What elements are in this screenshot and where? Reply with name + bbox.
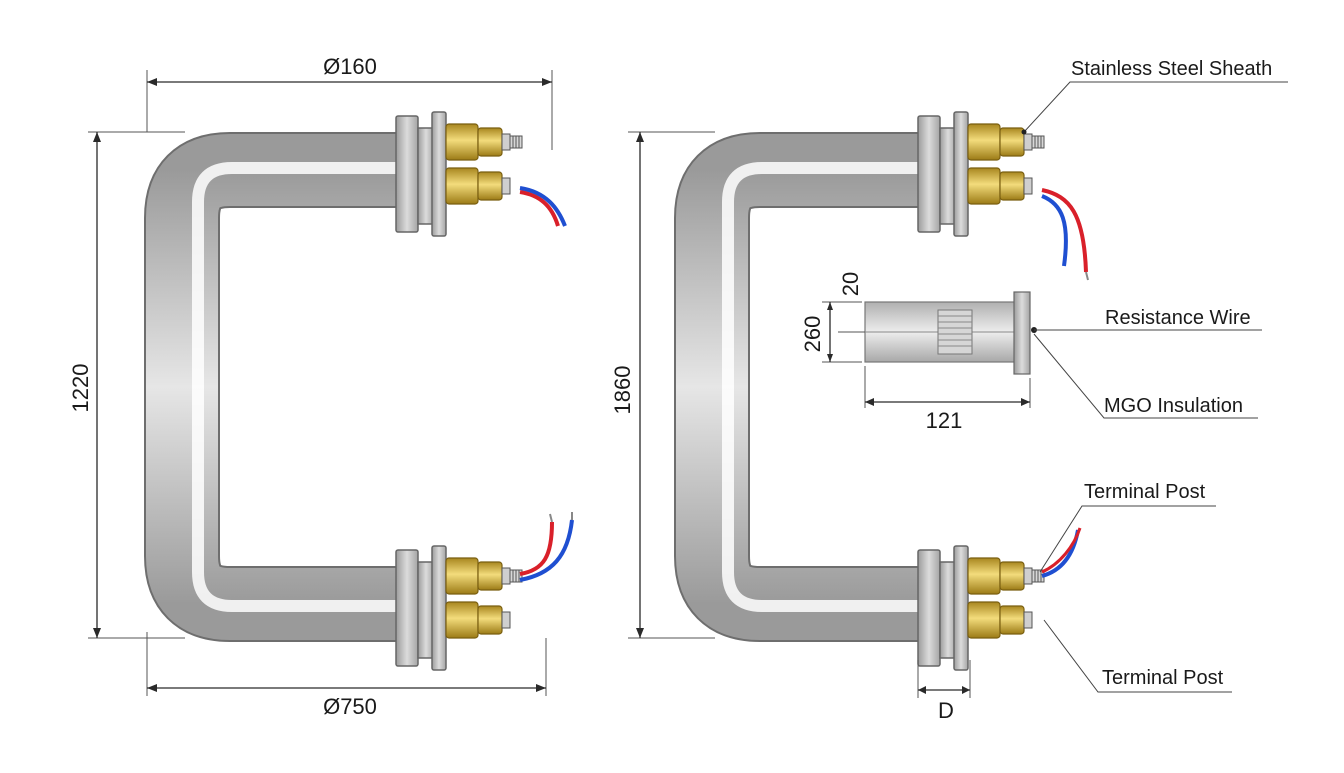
callout-terminal-post-2-label: Terminal Post bbox=[1102, 667, 1224, 689]
left-dim-top-label: Ø160 bbox=[323, 54, 377, 79]
left-bottom-red-wire bbox=[519, 521, 554, 576]
detail-dim-thickness-label: 20 bbox=[838, 272, 863, 296]
left-top-terminal bbox=[395, 111, 523, 237]
callout-resistance-wire-label: Resistance Wire bbox=[1105, 307, 1251, 329]
callout-terminal-post-2: Terminal Post bbox=[1043, 619, 1232, 693]
left-dim-left-label: 1220 bbox=[68, 364, 93, 413]
right-bottom-terminal bbox=[917, 545, 1045, 671]
callout-resistance-wire: Resistance Wire bbox=[1034, 307, 1262, 331]
callout-insulation: MGO Insulation bbox=[1033, 333, 1258, 419]
right-dim-left: 1860 bbox=[610, 131, 715, 639]
section-detail: 20 260 121 bbox=[800, 272, 1037, 433]
left-top-red-wire bbox=[519, 190, 560, 227]
left-heater-view: Ø160 1220 Ø750 bbox=[68, 54, 574, 719]
left-top-blue-wire bbox=[519, 186, 567, 227]
right-bottom-red-wire bbox=[1041, 527, 1082, 574]
left-dim-bottom: Ø750 bbox=[146, 632, 547, 719]
left-dim-left: 1220 bbox=[68, 131, 185, 639]
right-dim-bottom-label: D bbox=[938, 698, 954, 723]
left-bottom-blue-wire bbox=[519, 519, 574, 582]
left-dim-top: Ø160 bbox=[146, 54, 553, 150]
detail-dim-length-label: 121 bbox=[926, 408, 963, 433]
callout-sheath: Stainless Steel Sheath bbox=[1021, 58, 1288, 135]
right-dim-left-label: 1860 bbox=[610, 366, 635, 415]
callout-insulation-label: MGO Insulation bbox=[1104, 395, 1243, 417]
resistance-wire-coil bbox=[937, 309, 973, 355]
right-top-red-wire bbox=[1041, 188, 1088, 273]
detail-dim-height-label: 260 bbox=[800, 316, 825, 353]
callout-terminal-post-1: Terminal Post bbox=[1039, 481, 1216, 573]
callout-terminal-post-1-label: Terminal Post bbox=[1084, 481, 1206, 503]
callout-sheath-label: Stainless Steel Sheath bbox=[1071, 58, 1272, 80]
left-bottom-terminal bbox=[395, 545, 523, 671]
right-heater-view: 1860 D 2 bbox=[610, 58, 1288, 723]
right-dim-bottom: D bbox=[917, 660, 971, 723]
left-dim-bottom-label: Ø750 bbox=[323, 694, 377, 719]
right-top-blue-wire bbox=[1041, 194, 1068, 267]
